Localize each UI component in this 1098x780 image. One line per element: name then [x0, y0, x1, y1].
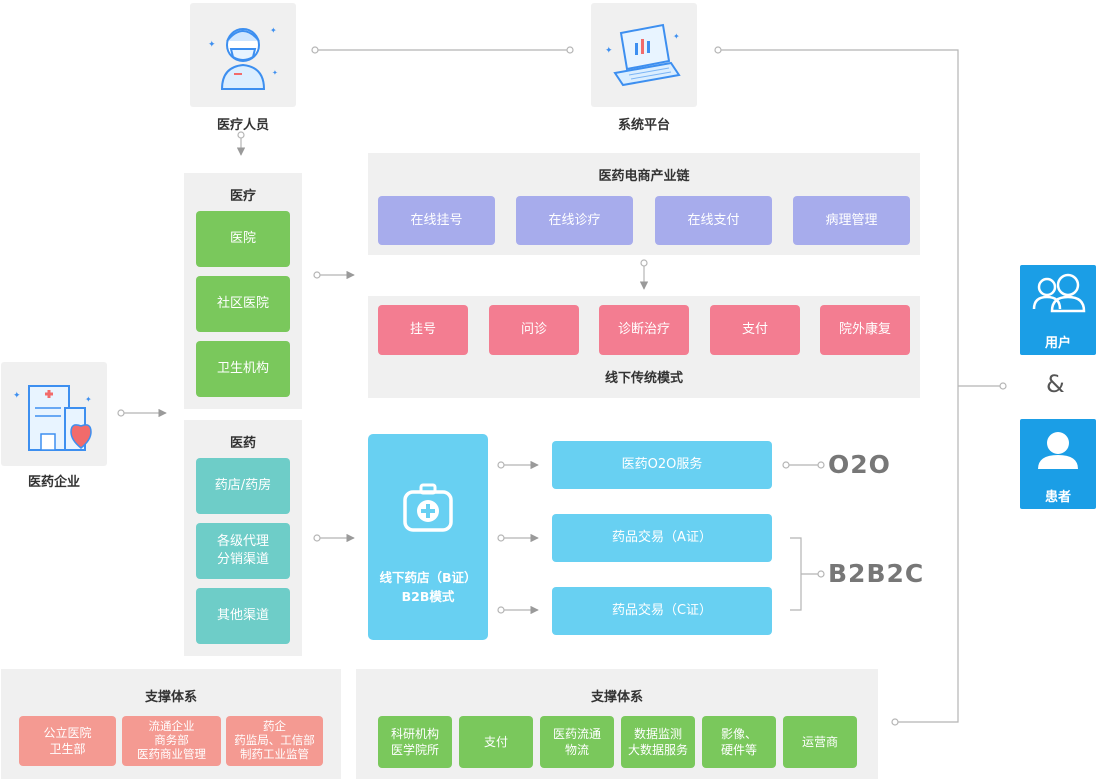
ecommerce-chain-panel: 医药电商产业链 在线挂号 在线诊疗 在线支付 病理管理 [368, 153, 920, 255]
b2b2c-label: B2B2C [828, 559, 925, 588]
o2o-service-box[interactable]: 医药O2O服务 [552, 441, 772, 489]
users-group-icon [1032, 273, 1086, 313]
offline-item-consultation[interactable]: 问诊 [489, 305, 579, 355]
medical-panel-title: 医疗 [229, 189, 256, 204]
o2o-label: O2O [828, 450, 891, 479]
b2b-pharmacy-line2: B2B模式 [401, 588, 455, 604]
chain-item-pathology-management[interactable]: 病理管理 [793, 196, 910, 245]
hospital-building-icon: ✦✦ [13, 385, 92, 451]
pharmacy-item-other-channels[interactable]: 其他渠道 [196, 588, 290, 644]
user-label: 用户 [1044, 336, 1071, 351]
system-platform-label: 系统平台 [617, 118, 670, 133]
offline-item-rehabilitation[interactable]: 院外康复 [820, 305, 910, 355]
ampersand: & [1046, 370, 1065, 398]
b2b-pharmacy-line1: 线下药店（B证） [379, 570, 477, 585]
medical-kit-icon [403, 483, 453, 532]
support-left-distribution[interactable]: 流通企业 商务部 医药商业管理 [122, 716, 221, 766]
offline-item-registration[interactable]: 挂号 [378, 305, 468, 355]
svg-text:✦: ✦ [85, 395, 92, 404]
system-platform-icon-box: ✦✦ [591, 3, 697, 107]
medical-item-community-hospital[interactable]: 社区医院 [196, 276, 290, 332]
doctor-icon: ✦ ✦ ✦ [208, 26, 278, 90]
chain-item-online-payment[interactable]: 在线支付 [655, 196, 772, 245]
support-left-public-hospital[interactable]: 公立医院 卫生部 [19, 716, 116, 766]
svg-text:✦: ✦ [605, 46, 613, 56]
pharma-enterprise-icon-box: ✦✦ [1, 362, 107, 466]
pharmacy-item-drugstore[interactable]: 药店/药房 [196, 458, 290, 514]
support-right-payment[interactable]: 支付 [459, 716, 533, 768]
trade-a-box[interactable]: 药品交易（A证） [552, 514, 772, 562]
patient-icon [1038, 432, 1078, 469]
offline-mode-panel: 挂号 问诊 诊断治疗 支付 院外康复 线下传统模式 [368, 296, 920, 398]
svg-text:✦: ✦ [208, 40, 216, 50]
pharmacy-panel-title: 医药 [229, 436, 256, 451]
medical-panel: 医疗 医院 社区医院 卫生机构 [184, 173, 302, 409]
support-right-logistics[interactable]: 医药流通 物流 [540, 716, 614, 768]
support-right-research[interactable]: 科研机构 医学院所 [378, 716, 452, 768]
support-left-pharma[interactable]: 药企 药监局、工信部 制药工业监管 [226, 716, 323, 766]
medical-item-hospital[interactable]: 医院 [196, 211, 290, 267]
laptop-icon: ✦✦ [605, 23, 681, 87]
medical-staff-icon-box: ✦ ✦ ✦ [190, 3, 296, 107]
chain-item-online-diagnosis[interactable]: 在线诊疗 [516, 196, 633, 245]
support-right-title: 支撑体系 [590, 690, 643, 705]
offline-mode-title: 线下传统模式 [604, 371, 683, 386]
support-right-panel: 支撑体系 科研机构 医学院所 支付 医药流通 物流 数据监测 大数据服务 影像、… [356, 669, 878, 779]
offline-item-payment[interactable]: 支付 [710, 305, 800, 355]
svg-text:✦: ✦ [673, 32, 680, 41]
patient-box[interactable]: 患者 [1020, 419, 1096, 509]
patient-label: 患者 [1044, 490, 1071, 505]
pharmacy-item-agents[interactable]: 各级代理 分销渠道 [196, 523, 290, 579]
support-right-big-data[interactable]: 数据监测 大数据服务 [621, 716, 695, 768]
trade-c-box[interactable]: 药品交易（C证） [552, 587, 772, 635]
svg-text:✦: ✦ [270, 26, 277, 35]
offline-item-diagnosis-treatment[interactable]: 诊断治疗 [599, 305, 689, 355]
support-left-panel: 支撑体系 公立医院 卫生部 流通企业 商务部 医药商业管理 药企 药监局、工信部… [1, 669, 341, 779]
pharma-enterprise-label: 医药企业 [27, 475, 80, 490]
medical-staff-label: 医疗人员 [216, 118, 269, 133]
support-left-title: 支撑体系 [144, 690, 197, 705]
support-right-hardware[interactable]: 影像、 硬件等 [702, 716, 776, 768]
svg-text:✦: ✦ [13, 391, 21, 401]
b2b-pharmacy-box[interactable]: 线下药店（B证） B2B模式 [368, 434, 488, 640]
pharmacy-panel: 医药 药店/药房 各级代理 分销渠道 其他渠道 [184, 420, 302, 656]
chain-item-online-registration[interactable]: 在线挂号 [378, 196, 495, 245]
user-box[interactable]: 用户 [1020, 265, 1096, 355]
support-right-operator[interactable]: 运营商 [783, 716, 857, 768]
ecommerce-chain-title: 医药电商产业链 [598, 169, 690, 184]
svg-text:✦: ✦ [272, 69, 278, 77]
medical-item-health-institution[interactable]: 卫生机构 [196, 341, 290, 397]
